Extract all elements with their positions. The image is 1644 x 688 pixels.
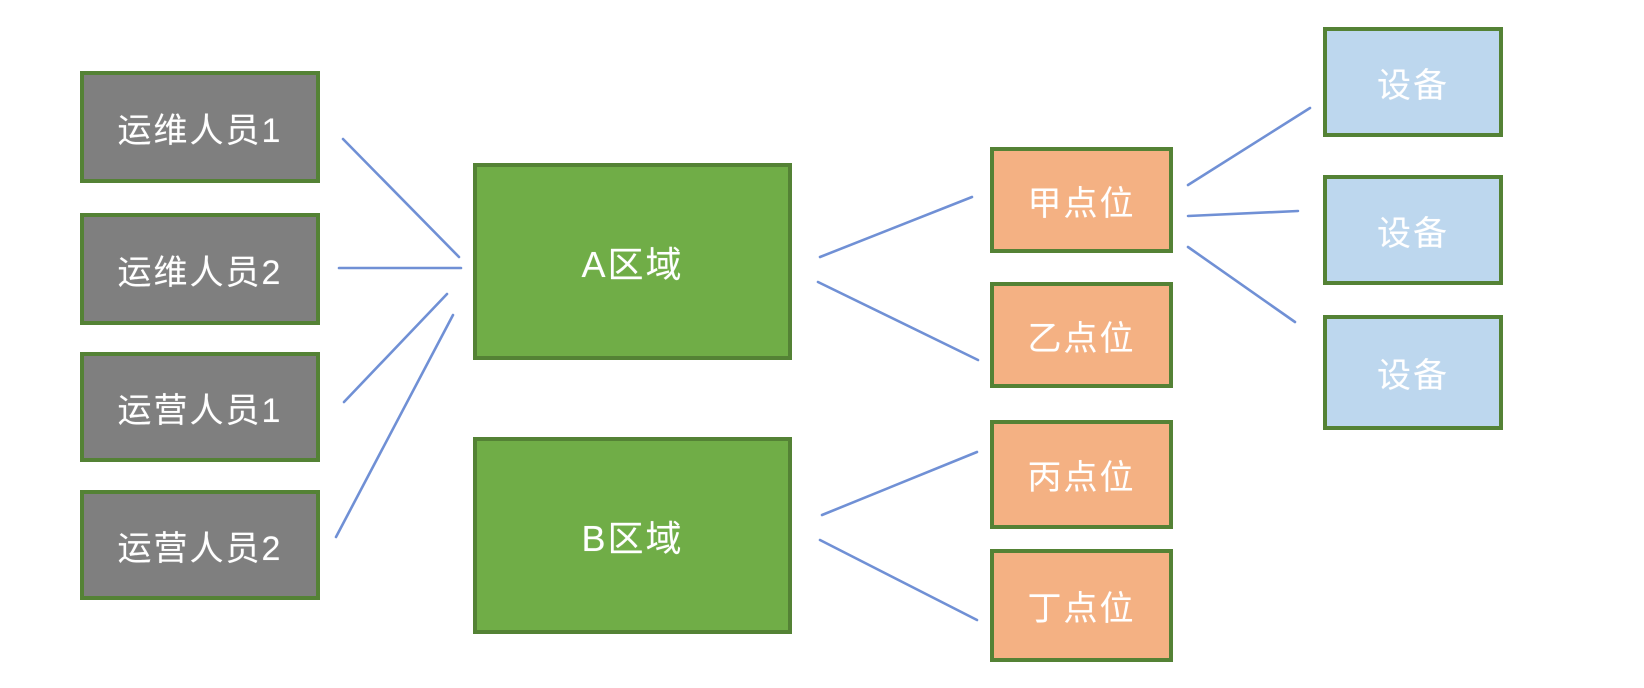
node-label-point-yi: 乙点位: [1027, 319, 1136, 358]
node-label-device-3: 设备: [1377, 357, 1449, 395]
edge-operations-1-to-area-a: [342, 292, 449, 404]
node-label-operations-2: 运营人员2: [117, 529, 283, 568]
node-device-1: 设备: [1323, 27, 1503, 137]
node-area-b: B区域: [473, 437, 792, 634]
node-point-yi: 乙点位: [990, 282, 1173, 388]
node-point-jia: 甲点位: [990, 147, 1173, 253]
node-ops-maint-2: 运维人员2: [80, 213, 320, 325]
node-device-2: 设备: [1323, 175, 1503, 285]
node-ops-maint-1: 运维人员1: [80, 71, 320, 183]
edge-point-jia-to-device-3: [1186, 245, 1297, 324]
node-label-point-jia: 甲点位: [1027, 184, 1136, 223]
node-label-device-2: 设备: [1377, 214, 1449, 253]
node-label-point-bing: 丙点位: [1027, 459, 1136, 497]
node-point-bing: 丙点位: [990, 420, 1173, 529]
node-label-ops-maint-2: 运维人员2: [117, 253, 283, 292]
node-label-point-ding: 丁点位: [1027, 590, 1136, 628]
edge-ops-maint-1-to-area-a: [341, 137, 461, 259]
node-point-ding: 丁点位: [990, 549, 1173, 662]
edge-point-jia-to-device-2: [1186, 209, 1300, 218]
edge-point-jia-to-device-1: [1186, 106, 1312, 187]
edge-area-b-to-point-ding: [818, 538, 979, 622]
edge-area-a-to-point-jia: [818, 195, 974, 259]
node-operations-2: 运营人员2: [80, 490, 320, 600]
node-label-area-a: A区域: [581, 243, 684, 285]
node-label-device-1: 设备: [1377, 66, 1449, 105]
edge-area-a-to-point-yi: [816, 280, 980, 362]
node-label-ops-maint-1: 运维人员1: [117, 111, 283, 150]
node-label-area-b: B区域: [581, 517, 684, 559]
node-label-operations-1: 运营人员1: [117, 391, 283, 430]
edge-operations-2-to-area-a: [334, 313, 455, 539]
node-area-a: A区域: [473, 163, 792, 360]
edge-area-b-to-point-bing: [820, 450, 979, 517]
node-device-3: 设备: [1323, 315, 1503, 430]
node-operations-1: 运营人员1: [80, 352, 320, 462]
